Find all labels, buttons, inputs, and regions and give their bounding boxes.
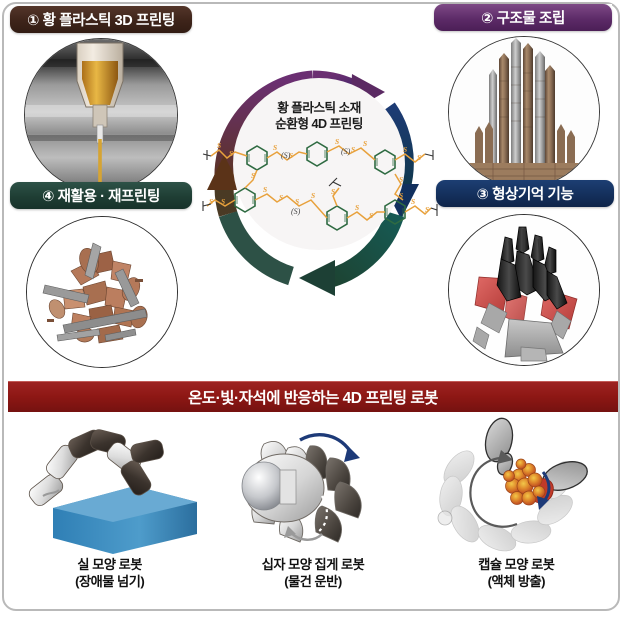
svg-text:S: S [411,197,415,206]
svg-text:S: S [425,205,429,214]
banner-title: 온도·빛·자석에 반응하는 4D 프린팅 로봇 [188,390,438,407]
svg-text:S: S [221,197,225,206]
thread-robot-sublabel: (장애물 넘기) [75,574,145,589]
svg-text:S: S [311,191,315,200]
sulfur-plastic-3d-printing-nozzle-photo [24,38,178,192]
cross-gripper-sublabel: (물건 운반) [284,574,342,589]
recycled-plastic-fragments-photo [26,216,178,368]
cross-gripper-caption: 십자 모양 집게 로봇 (물건 운반) [262,556,365,590]
center-title: 황 플라스틱 소재 순환형 4D 프린팅 [233,100,405,132]
cross-gripper-robot [218,414,408,554]
robot-item-capsule: 캡슐 모양 로봇 (액체 방출) [415,414,618,610]
center-title-line2: 순환형 4D 프린팅 [275,117,363,131]
panel-1-header: ① 황 플라스틱 3D 프린팅 [10,6,192,33]
cycle-section: ① 황 플라스틱 3D 프린팅 [4,4,618,376]
center-disc: 황 플라스틱 소재 순환형 4D 프린팅 [233,78,405,250]
svg-text:S: S [331,187,335,196]
arrow-bottom-left [299,210,405,296]
center-title-line1: 황 플라스틱 소재 [277,101,361,115]
svg-text:S: S [417,153,421,162]
svg-text:(S): (S) [341,147,351,156]
capsule-robot-label: 캡슐 모양 로봇 [478,557,555,572]
panel-structure-assembly: ② 구조물 조립 [434,4,612,31]
sagrada-familia-structure-photo [448,36,600,188]
robot-item-cross-gripper: 십자 모양 집게 로봇 (물건 운반) [211,414,414,610]
cross-gripper-label: 십자 모양 집게 로봇 [261,557,365,572]
svg-text:S: S [399,175,403,184]
svg-text:S: S [335,137,339,146]
arrow-left-up [207,155,295,286]
panel-shape-memory: ③ 형상기억 기능 [436,180,614,207]
svg-text:S: S [279,193,283,202]
svg-text:S: S [251,171,255,180]
panel-2-header: ② 구조물 조립 [434,4,612,31]
svg-text:(S): (S) [281,151,291,160]
thread-robot-label: 실 모양 로봇 [77,557,142,572]
capsule-robot-caption: 캡슐 모양 로봇 (액체 방출) [478,556,555,590]
svg-text:S: S [263,185,267,194]
cycle-ring: 황 플라스틱 소재 순환형 4D 프린팅 [195,38,443,318]
panel-2-label: ② 구조물 조립 [481,11,565,27]
panel-recycle-reprint: ④ 재활용 · 재프린팅 [10,182,192,209]
panel-4-label: ④ 재활용 · 재프린팅 [42,189,160,205]
robot-item-thread: 실 모양 로봇 (장애물 넘기) [8,414,211,610]
panel-1-label: ① 황 플라스틱 3D 프린팅 [27,13,175,29]
svg-text:S: S [229,149,233,158]
svg-text:S: S [363,139,367,148]
shape-memory-gripper-photo [448,214,600,366]
robot-section-banner: 온도·빛·자석에 반응하는 4D 프린팅 로봇 [8,381,618,412]
svg-text:S: S [399,191,403,200]
panel-4-header: ④ 재활용 · 재프린팅 [10,182,192,209]
svg-text:S: S [289,151,293,160]
svg-text:S: S [351,145,355,154]
panel-3-header: ③ 형상기억 기능 [436,180,614,207]
svg-text:S: S [209,197,213,206]
panel-sulfur-printing: ① 황 플라스틱 3D 프린팅 [10,6,192,33]
svg-text:(S): (S) [291,207,301,216]
capsule-robot [421,414,611,554]
svg-text:S: S [217,141,221,150]
svg-text:S: S [369,211,373,220]
svg-text:S: S [273,143,277,152]
robot-showcase: 실 모양 로봇 (장애물 넘기) [8,414,618,610]
svg-text:S: S [355,203,359,212]
svg-text:S: S [403,145,407,154]
panel-3-label: ③ 형상기억 기능 [476,187,574,203]
capsule-robot-sublabel: (액체 방출) [487,574,546,589]
svg-text:S: S [295,197,299,206]
thread-robot [15,414,205,554]
thread-robot-caption: 실 모양 로봇 (장애물 넘기) [75,556,145,590]
